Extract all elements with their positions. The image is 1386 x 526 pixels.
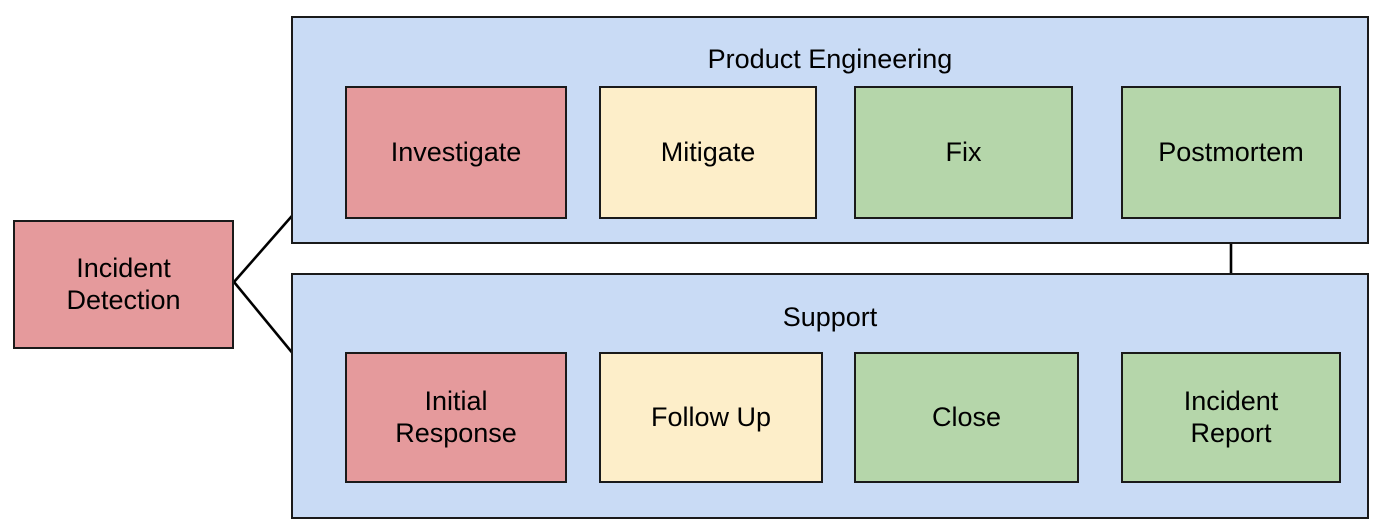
node-follow-up[interactable]: Follow Up <box>599 352 823 483</box>
node-investigate[interactable]: Investigate <box>345 86 567 219</box>
node-label: Postmortem <box>1158 136 1304 167</box>
node-initial-response[interactable]: Initial Response <box>345 352 567 483</box>
node-close[interactable]: Close <box>854 352 1079 483</box>
node-label: Investigate <box>390 136 522 167</box>
group-title-product-engineering: Product Engineering <box>707 44 953 74</box>
node-incident-detection[interactable]: Incident Detection <box>13 220 234 349</box>
node-mitigate[interactable]: Mitigate <box>599 86 817 219</box>
node-postmortem[interactable]: Postmortem <box>1121 86 1341 219</box>
node-label: Follow Up <box>650 401 772 432</box>
node-label: Close <box>931 401 1002 432</box>
node-label: Initial Response <box>395 385 517 448</box>
node-label: Incident Detection <box>66 252 181 315</box>
node-label: Mitigate <box>660 136 756 167</box>
node-label: Fix <box>945 136 982 167</box>
node-incident-report[interactable]: Incident Report <box>1121 352 1341 483</box>
node-label: Incident Report <box>1183 385 1279 448</box>
node-fix[interactable]: Fix <box>854 86 1073 219</box>
group-title-support: Support <box>782 302 878 332</box>
